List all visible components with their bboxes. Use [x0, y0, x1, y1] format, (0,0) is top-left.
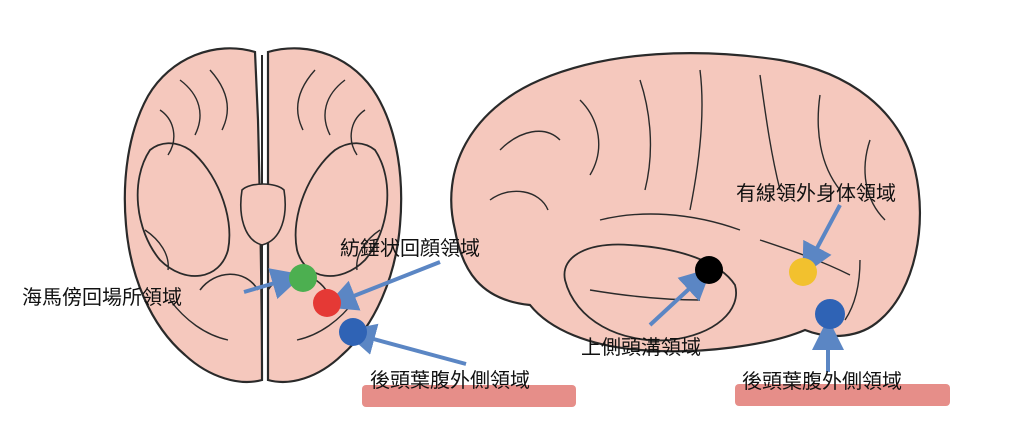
label-lateral-occipital-left: 後頭葉腹外側領域: [370, 368, 530, 392]
arrow-eba: [802, 204, 842, 276]
label-fusiform-face-area: 紡錘状回顔領域: [340, 236, 480, 260]
label-lateral-occipital-right: 後頭葉腹外側領域: [742, 369, 902, 393]
label-superior-temporal-sulcus: 上側頭溝領域: [581, 335, 701, 359]
green-region-dot: [289, 264, 317, 292]
highlight-lo-left: [362, 385, 576, 407]
ventral-gyri: [144, 69, 381, 341]
arrow-lo-left: [343, 323, 467, 366]
yellow-region-dot: [789, 258, 817, 286]
arrow-ppa: [243, 268, 304, 299]
arrow-ffa: [324, 260, 441, 311]
arrow-sts: [648, 267, 712, 327]
red-region-dot: [313, 289, 341, 317]
blue-region-dot-left: [339, 318, 367, 346]
label-parahippocampal-place-area: 海馬傍回場所領域: [22, 285, 182, 309]
arrows: [243, 204, 844, 372]
highlight-lo-right: [735, 384, 950, 406]
ventral-cerebellum-left: [199, 273, 259, 291]
ventral-brainstem: [240, 183, 286, 246]
ventral-right-temporal-lobe: [294, 142, 389, 277]
black-region-dot: [695, 256, 723, 284]
blue-region-dot-right: [815, 299, 845, 329]
ventral-left-temporal-lobe: [136, 142, 231, 277]
label-extrastriate-body-area: 有線領外身体領域: [736, 181, 896, 205]
